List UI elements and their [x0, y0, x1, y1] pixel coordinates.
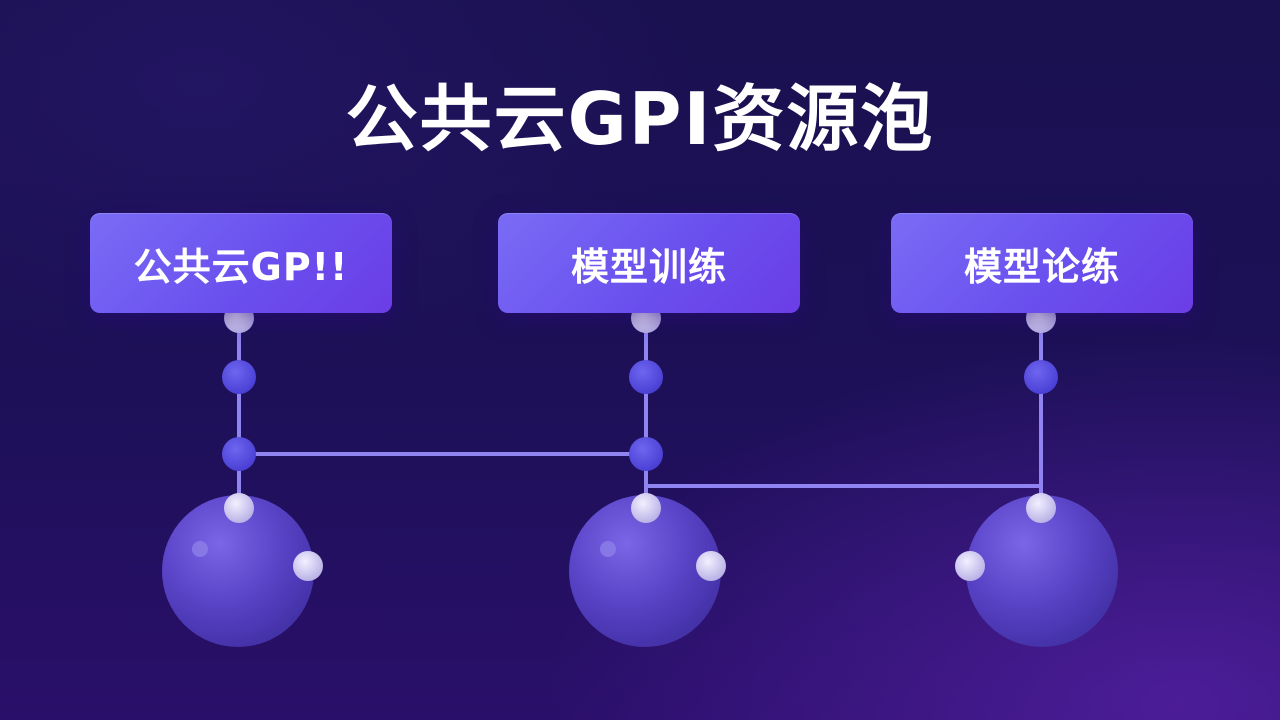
joint-1-upper: [222, 360, 256, 394]
knob-sphere-1-right: [293, 551, 323, 581]
node-label: 模型论练: [963, 244, 1120, 289]
knob-sphere-1-top: [224, 493, 254, 523]
knob-sphere-3-top: [1026, 493, 1056, 523]
node-box-model-inference[interactable]: 模型论练: [891, 213, 1193, 313]
knob-sphere-2-top: [631, 493, 661, 523]
knob-sphere-3-left: [955, 551, 985, 581]
joint-1-middle: [222, 437, 256, 471]
joint-2-middle: [629, 437, 663, 471]
joint-2-upper: [629, 360, 663, 394]
knob-sphere-2-right: [696, 551, 726, 581]
joint-3-upper: [1024, 360, 1058, 394]
sphere-highlight-1: [192, 541, 208, 557]
resource-sphere-2: [569, 495, 721, 647]
node-box-public-cloud-gpu[interactable]: 公共云GP!!: [90, 213, 392, 313]
resource-sphere-1: [162, 495, 314, 647]
resource-sphere-3: [966, 495, 1118, 647]
node-box-model-training[interactable]: 模型训练: [498, 213, 800, 313]
page-title: 公共云GPI资源泡: [345, 77, 935, 161]
node-label: 公共云GP!!: [133, 244, 349, 289]
sphere-highlight-2: [600, 541, 616, 557]
node-label: 模型训练: [570, 244, 727, 289]
